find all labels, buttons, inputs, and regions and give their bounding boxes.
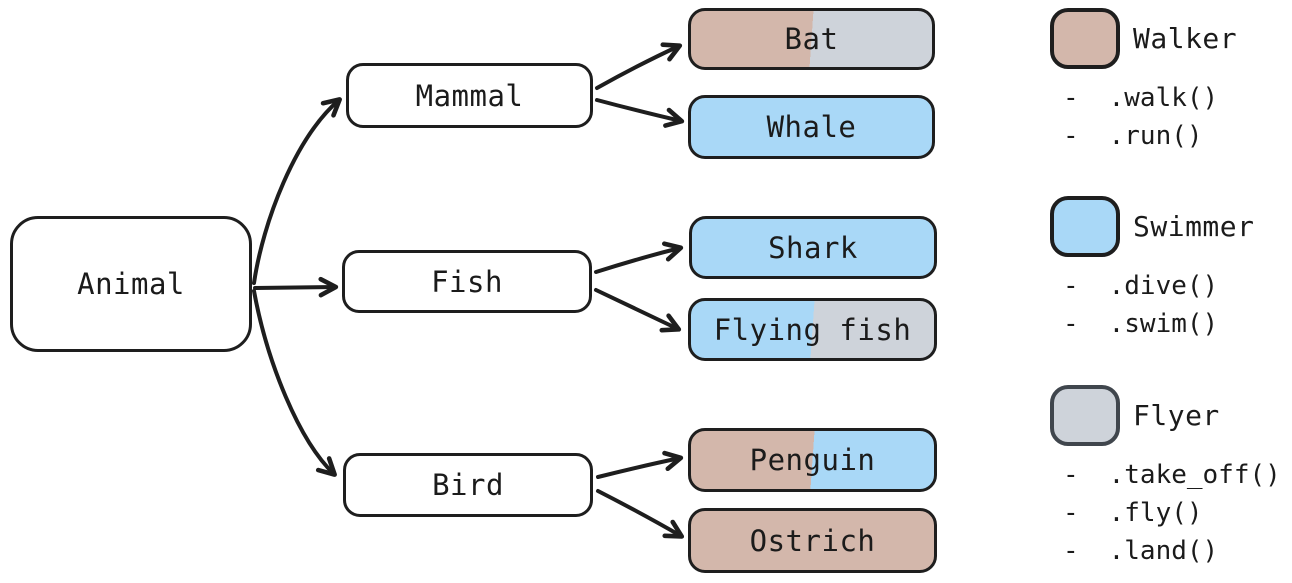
node-bird-label: Bird bbox=[432, 468, 504, 502]
arrow-animal-fish bbox=[253, 276, 339, 298]
node-animal-label: Animal bbox=[77, 267, 185, 301]
arrow-fish-shark bbox=[594, 241, 684, 274]
legend-flyer: Flyer - .take_off() - .fly() - .land() bbox=[1050, 385, 1292, 570]
legend-method: - .fly() bbox=[1063, 498, 1203, 528]
arrow-fish-flyingfish bbox=[594, 288, 682, 333]
legend-walker-swatch bbox=[1050, 8, 1120, 69]
node-ostrich: Ostrich bbox=[688, 508, 937, 573]
node-fish-label: Fish bbox=[431, 264, 503, 299]
node-flying-fish: Flying fish bbox=[688, 298, 937, 361]
arrow-animal-bird bbox=[252, 289, 337, 477]
arrow-mammal-whale bbox=[595, 98, 685, 128]
node-penguin-label: Penguin bbox=[749, 443, 876, 477]
arrow-bird-ostrich bbox=[596, 489, 685, 539]
legend-walker: Walker - .walk() - .run() bbox=[1050, 8, 1292, 155]
legend-method: - .land() bbox=[1063, 536, 1219, 566]
node-bird: Bird bbox=[343, 453, 593, 517]
legend-method: - .run() bbox=[1063, 121, 1203, 151]
node-fish: Fish bbox=[342, 250, 592, 313]
legend-swimmer-methods: - .dive() - .swim() bbox=[1050, 267, 1292, 343]
node-bat-label: Bat bbox=[784, 22, 839, 56]
node-whale: Whale bbox=[688, 95, 935, 159]
node-ostrich-label: Ostrich bbox=[749, 523, 876, 558]
legend-swimmer: Swimmer - .dive() - .swim() bbox=[1050, 196, 1292, 343]
node-animal: Animal bbox=[10, 216, 252, 352]
node-shark-label: Shark bbox=[768, 230, 858, 265]
legend-walker-methods: - .walk() - .run() bbox=[1050, 79, 1292, 155]
node-mammal-label: Mammal bbox=[415, 78, 524, 113]
arrow-animal-mammal bbox=[252, 97, 342, 285]
legend-swimmer-label: Swimmer bbox=[1133, 210, 1255, 243]
legend-method: - .dive() bbox=[1063, 271, 1219, 301]
legend-method: - .swim() bbox=[1063, 309, 1219, 339]
legend-walker-label: Walker bbox=[1133, 22, 1238, 55]
legend-method: - .walk() bbox=[1063, 83, 1219, 113]
legend-flyer-label: Flyer bbox=[1133, 399, 1220, 432]
arrow-bird-penguin bbox=[596, 450, 684, 479]
node-shark: Shark bbox=[689, 216, 937, 279]
legend-swimmer-swatch bbox=[1050, 196, 1120, 257]
node-flying-fish-label: Flying fish bbox=[713, 312, 912, 347]
legend-flyer-swatch bbox=[1050, 385, 1120, 446]
node-whale-label: Whale bbox=[766, 110, 857, 144]
node-mammal: Mammal bbox=[346, 63, 593, 128]
arrow-mammal-bat bbox=[595, 42, 683, 90]
node-penguin: Penguin bbox=[688, 428, 937, 492]
legend-method: - .take_off() bbox=[1063, 460, 1281, 490]
legend-flyer-methods: - .take_off() - .fly() - .land() bbox=[1050, 456, 1292, 570]
node-bat: Bat bbox=[688, 8, 935, 70]
